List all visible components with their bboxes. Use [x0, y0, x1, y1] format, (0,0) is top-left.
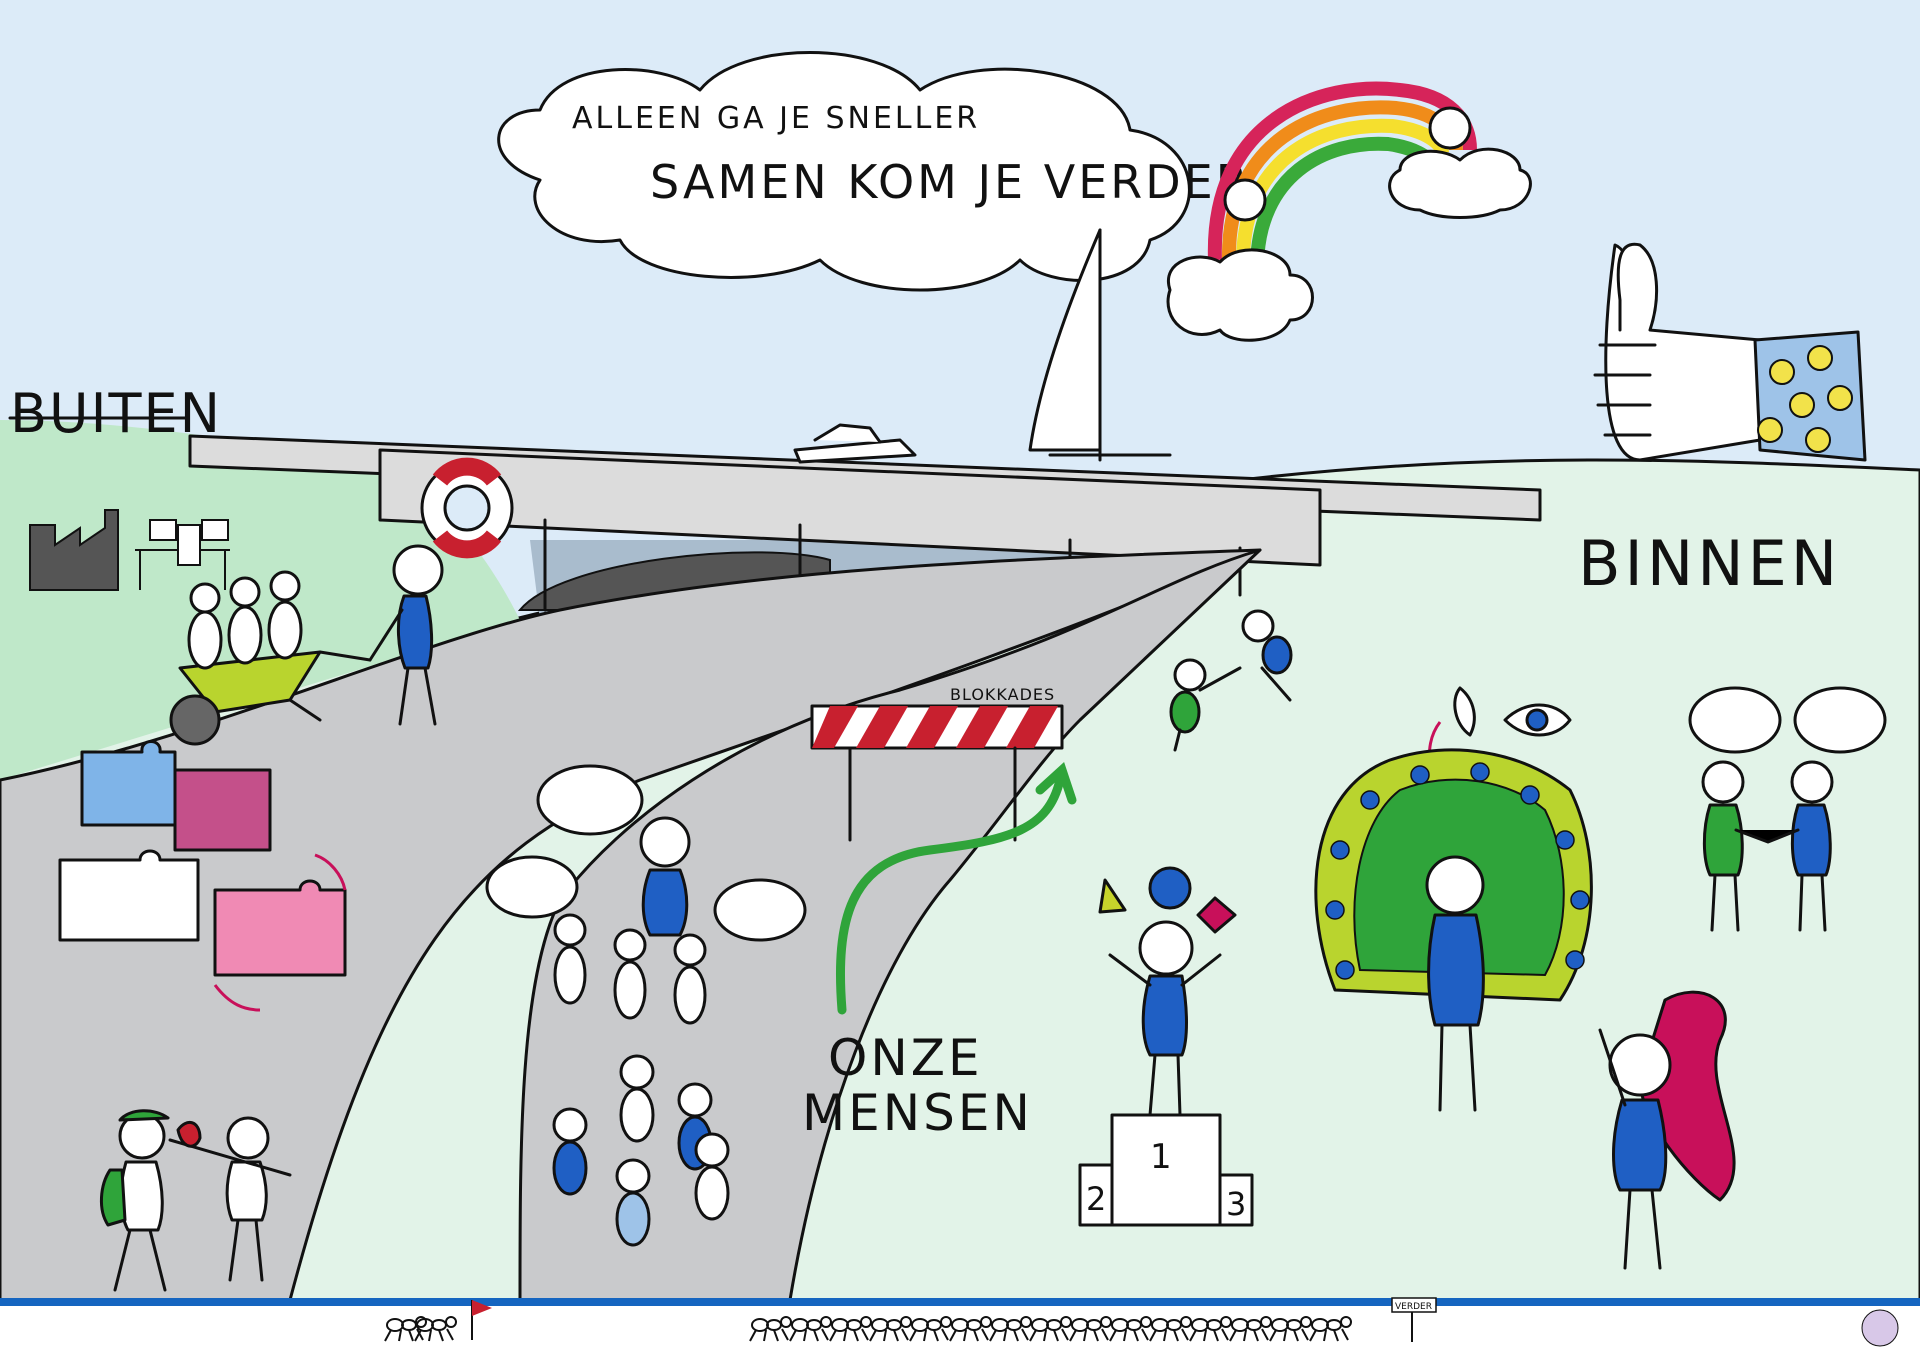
bottom-line	[0, 1298, 1920, 1306]
rainbow-cloud-right	[1388, 106, 1532, 219]
growth-arrow	[835, 775, 1065, 1015]
peacock-icon	[1314, 748, 1593, 1112]
podium-icon: 1 2 3	[1078, 1113, 1254, 1227]
lifebuoy-icon	[420, 457, 514, 559]
handshake-pair	[1688, 686, 1887, 932]
helping-climbers	[1169, 609, 1293, 752]
conversation-group	[485, 764, 807, 1025]
blockade-label: BLOKKADES	[950, 685, 1055, 704]
signpost-label: VERDER	[1395, 1302, 1432, 1312]
podium-second: 2	[1086, 1180, 1106, 1218]
eye-icon	[1503, 703, 1572, 737]
team-circle	[552, 1054, 730, 1247]
label-inside: BINNEN	[1578, 527, 1841, 600]
quote-line-2: SAMEN KOM JE VERDER	[650, 155, 1251, 209]
factory-icon	[29, 509, 119, 591]
wheelbarrow-icon	[169, 570, 372, 746]
office-desk-icon	[135, 519, 230, 590]
signpost-icon: VERDER	[1391, 1297, 1437, 1342]
ear-icon	[1453, 686, 1476, 737]
superhero	[1598, 990, 1736, 1270]
quote-cloud: ALLEEN GA JE SNELLER SAMEN KOM JE VERDER	[497, 51, 1251, 292]
podium-third: 3	[1226, 1185, 1246, 1223]
bottom-band	[0, 1300, 1920, 1358]
flag-icon	[471, 1300, 492, 1340]
blockade-barrier: BLOKKADES	[810, 685, 1064, 842]
label-our-people-1: ONZE	[828, 1029, 983, 1087]
podium-first: 1	[1150, 1137, 1172, 1177]
boat-icon	[793, 423, 917, 464]
rainbow-cloud-left	[1166, 178, 1314, 342]
label-our-people-2: MENSEN	[802, 1084, 1033, 1142]
logo-icon	[1861, 1309, 1899, 1347]
thumbs-up-icon	[1593, 242, 1867, 462]
quote-line-1: ALLEEN GA JE SNELLER	[572, 101, 980, 136]
person-pushing-wheelbarrow	[368, 544, 444, 726]
hikers	[100, 1109, 292, 1292]
puzzle-icon	[58, 740, 347, 1012]
label-outside: BUITEN	[10, 382, 222, 445]
juggler	[1098, 866, 1237, 1117]
sailboat-icon	[1028, 228, 1172, 462]
